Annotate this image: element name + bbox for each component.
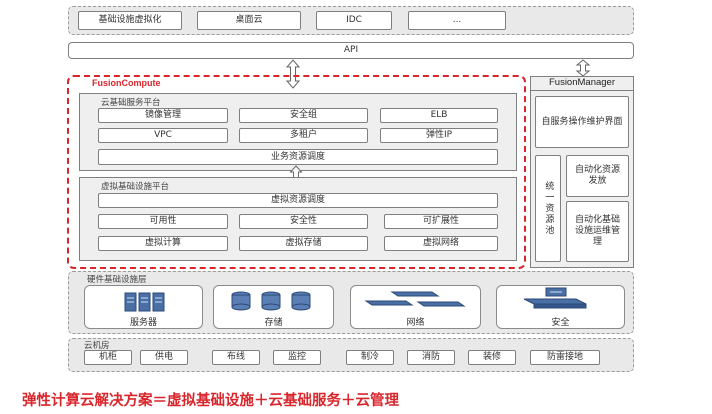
- dc-item-power: 供电: [140, 350, 188, 365]
- cloud-services-title: 云基础服务平台: [101, 98, 161, 108]
- cloud-service-elastic-ip: 弹性IP: [380, 128, 498, 143]
- fusion-manager-title: FusionManager: [548, 77, 615, 88]
- hardware-storage-label: 存储: [264, 318, 283, 328]
- hardware-security-label: 安全: [551, 318, 570, 328]
- dc-item-fire: 消防: [407, 350, 455, 365]
- virtual-resource-scheduling: 虚拟资源调度: [98, 193, 498, 208]
- fusion-compute-title: FusionCompute: [92, 78, 161, 88]
- network-switch-icon: [364, 291, 466, 307]
- business-resource-scheduling: 业务资源调度: [98, 149, 498, 165]
- cloud-service-image-mgmt: 镜像管理: [98, 108, 228, 123]
- server-icon: [124, 292, 165, 312]
- self-service-portal: 自服务操作维护界面: [535, 96, 629, 148]
- virtual-availability: 可用性: [98, 214, 228, 229]
- solution-caption: 弹性计算云解决方案＝虚拟基础设施＋云基础服务＋云管理: [22, 393, 399, 409]
- virtual-compute: 虚拟计算: [98, 236, 228, 251]
- fusion-manager-divider: [530, 90, 634, 91]
- unified-resource-pool: 统一资源池: [535, 155, 561, 262]
- dc-item-grounding: 防雷接地: [530, 350, 600, 365]
- virtual-platform-title: 虚拟基础设施平台: [101, 182, 170, 192]
- virtual-storage: 虚拟存储: [239, 236, 368, 251]
- dc-item-decoration: 装修: [468, 350, 516, 365]
- hardware-server-label: 服务器: [129, 318, 157, 328]
- cloud-service-security-group: 安全组: [239, 108, 368, 123]
- security-device-icon: [523, 287, 587, 309]
- virtual-network: 虚拟网络: [384, 236, 498, 251]
- fusion-compute-border: [67, 75, 526, 269]
- cloud-service-vpc: VPC: [98, 128, 228, 143]
- cloud-service-multi-tenant: 多租户: [239, 128, 368, 143]
- api-bar: API: [68, 42, 634, 59]
- hardware-network-label: 网络: [406, 318, 425, 328]
- auto-infra-ops: 自动化基础设施运维管理: [566, 201, 629, 262]
- dc-item-cooling: 制冷: [346, 350, 394, 365]
- datacenter-title: 云机房: [84, 341, 110, 351]
- top-item-infra-virtualization: 基础设施虚拟化: [78, 11, 182, 30]
- dc-item-cabling: 布线: [212, 350, 260, 365]
- virtual-security: 安全性: [239, 214, 368, 229]
- top-item-desktop-cloud: 桌面云: [197, 11, 301, 30]
- dc-item-monitoring: 监控: [273, 350, 321, 365]
- cloud-service-elb: ELB: [380, 108, 498, 123]
- auto-resource-provisioning: 自动化资源发放: [566, 155, 629, 197]
- api-arrow-left-icon: [285, 59, 301, 89]
- dc-item-cabinet: 机柜: [84, 350, 132, 365]
- top-item-idc: IDC: [316, 11, 392, 30]
- storage-icon: [231, 291, 311, 311]
- top-item-more: ...: [408, 11, 506, 30]
- virtual-scalability: 可扩展性: [384, 214, 498, 229]
- api-arrow-right-icon: [575, 59, 591, 77]
- hardware-title: 硬件基础设施层: [87, 275, 147, 285]
